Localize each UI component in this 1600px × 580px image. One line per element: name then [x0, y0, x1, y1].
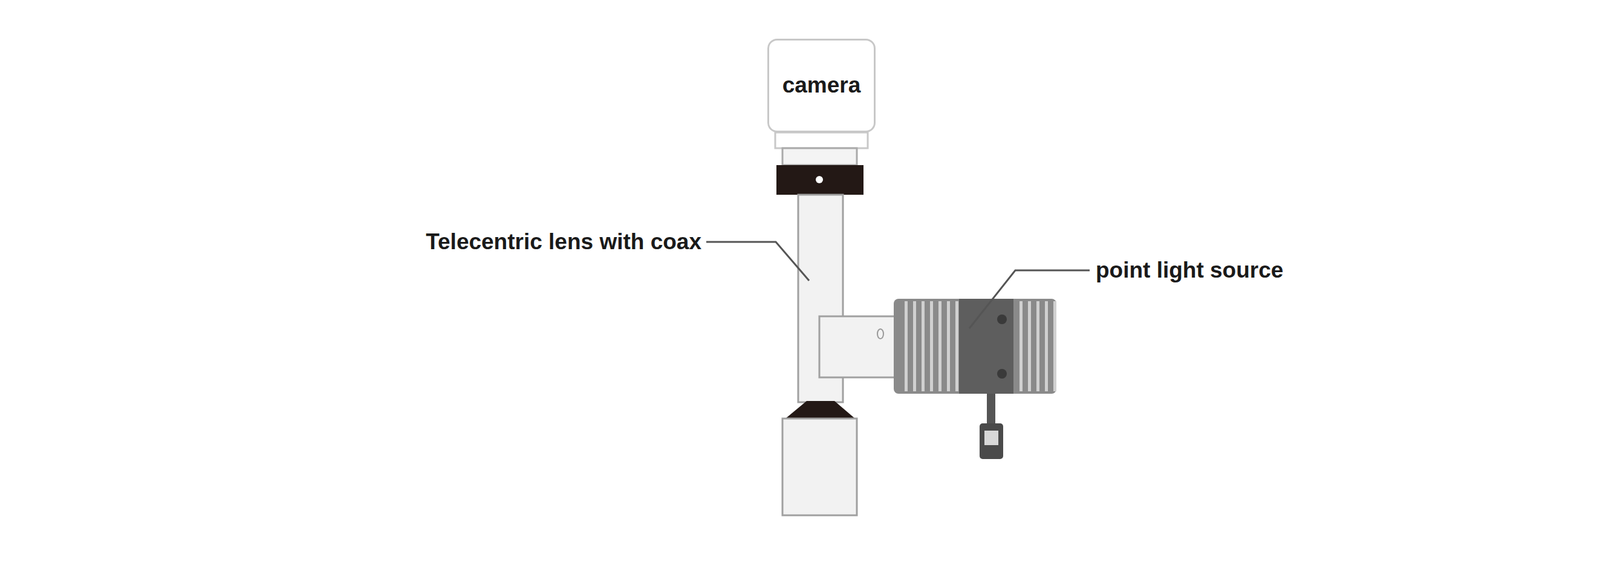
cooling-fin — [921, 301, 925, 392]
light-screw — [997, 368, 1007, 379]
ring-screw — [815, 175, 823, 184]
light-body — [893, 298, 1057, 394]
leader-line — [706, 241, 810, 281]
lens-taper — [785, 400, 856, 419]
light-connector — [979, 423, 1004, 459]
light-screw — [997, 314, 1007, 325]
adapter-ring — [782, 148, 857, 166]
point-light-source — [893, 298, 1057, 459]
camera-body: camera — [767, 38, 876, 133]
cooling-fin — [1044, 301, 1048, 392]
port-screw — [877, 328, 884, 339]
cooling-fin — [1053, 301, 1057, 392]
cooling-fin — [913, 301, 917, 392]
cooling-fin — [955, 301, 959, 392]
part-label: point light source — [1095, 257, 1284, 284]
cooling-fin — [904, 301, 908, 392]
cooling-fin — [1019, 301, 1023, 392]
leader-line — [969, 270, 1090, 329]
cooling-fin — [1027, 301, 1031, 392]
cooling-fin — [1036, 301, 1040, 392]
camera-neck — [775, 132, 868, 149]
cooling-fin — [930, 301, 934, 392]
coax-port — [819, 316, 897, 378]
cooling-fin — [946, 301, 950, 392]
light-cable — [986, 393, 996, 427]
light-center — [959, 298, 1014, 394]
part-label: Telecentric lens with coax — [425, 229, 702, 256]
focus-ring — [776, 165, 864, 195]
connector-face — [984, 430, 999, 446]
lens-front — [782, 418, 857, 516]
node-text: camera — [782, 72, 862, 99]
cooling-fin — [938, 301, 942, 392]
